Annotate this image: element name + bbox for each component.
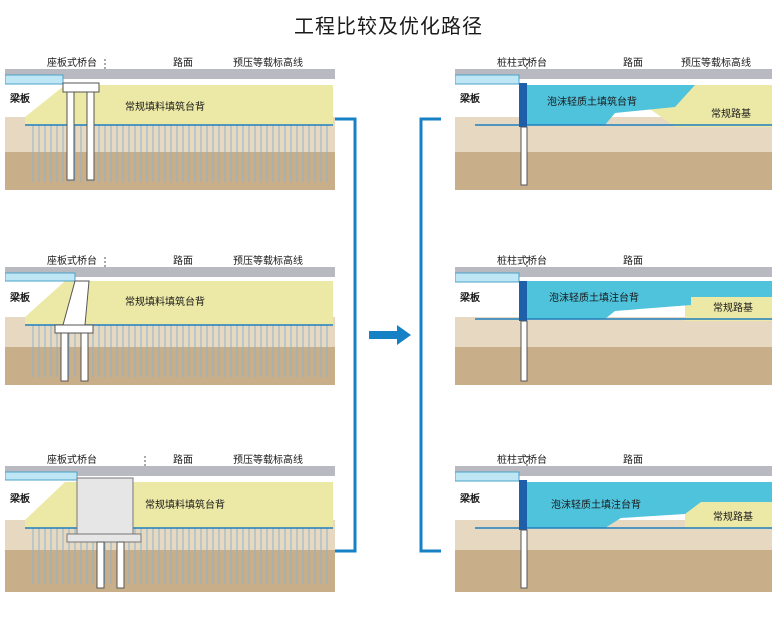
beam-slab [455, 74, 520, 85]
abutment-label: 座板式桥台 [47, 56, 97, 69]
left-diagram-3: 座板式桥台 路面 预压等载标高线 梁板 常规填料填筑台背 [5, 452, 335, 592]
abutment-footing [54, 324, 94, 334]
pile-left [96, 541, 105, 589]
beam-slab [5, 272, 76, 282]
left-diagram-2: 座板式桥台 路面 预压等载标高线 梁板 常规填料填筑台背 [5, 253, 335, 385]
road-label: 路面 [623, 453, 643, 466]
subgrade-label: 常规路基 [713, 301, 753, 314]
pile-right [80, 332, 89, 382]
beam-label: 梁板 [9, 291, 31, 304]
preload-label: 预压等载标高线 [233, 453, 303, 466]
comparison-connector [335, 117, 441, 553]
pile-right [116, 541, 125, 589]
beam-label: 梁板 [459, 92, 481, 105]
pile-right [86, 91, 95, 181]
drainage-piles [32, 317, 328, 377]
road-surface [455, 267, 772, 277]
fill-label: 常规填料填筑台背 [125, 295, 205, 308]
drainage-piles [32, 119, 328, 182]
road-label: 路面 [623, 254, 643, 267]
subgrade-label: 常规路基 [713, 510, 753, 523]
foam-fill [521, 85, 695, 125]
abutment-block [76, 477, 134, 535]
abutment-wall [519, 480, 527, 530]
abutment-wall [519, 83, 527, 127]
foam-label: 泡沫轻质土填注台背 [551, 498, 641, 511]
foam-fill [521, 281, 772, 319]
beam-slab [455, 272, 520, 283]
pile-left [60, 332, 69, 382]
right-diagram-1: 桩柱式桥台 路面 预压等载标高线 梁板 泡沫轻质土填筑台背 常规路基 [455, 55, 772, 190]
right-diagram-3: 桩柱式桥台 路面 梁板 泡沫轻质土填注台背 常规路基 [455, 452, 772, 592]
pile-left [66, 91, 75, 181]
road-surface [5, 267, 335, 277]
beam-label: 梁板 [459, 492, 481, 505]
arrow-icon [369, 325, 411, 345]
road-label: 路面 [623, 56, 643, 69]
road-label: 路面 [173, 56, 193, 69]
left-diagram-1: 座板式桥台 路面 预压等载标高线 梁板 常规填料填筑台背 [5, 55, 335, 190]
preload-label: 预压等载标高线 [681, 56, 751, 69]
abutment-label: 桩柱式桥台 [497, 453, 547, 466]
fill-label: 常规填料填筑台背 [145, 498, 225, 511]
beam-label: 梁板 [9, 492, 31, 505]
road-surface [455, 69, 772, 79]
beam-slab [5, 471, 78, 481]
page-title: 工程比较及优化路径 [294, 14, 483, 38]
fill-label: 常规填料填筑台背 [125, 100, 205, 113]
fill-backfill [25, 85, 333, 125]
beam-label: 梁板 [459, 291, 481, 304]
road-surface [5, 466, 335, 476]
preload-label: 预压等载标高线 [233, 254, 303, 267]
pile [520, 126, 528, 186]
pile [520, 320, 528, 382]
road-surface [5, 69, 335, 79]
road-surface [455, 466, 772, 476]
fill-backfill [25, 281, 333, 325]
road-label: 路面 [173, 254, 193, 267]
abutment-cap [62, 82, 100, 93]
beam-label: 梁板 [9, 92, 31, 105]
abutment-label: 桩柱式桥台 [497, 254, 547, 267]
pile [520, 529, 528, 589]
foam-label: 泡沫轻质土填注台背 [549, 291, 639, 304]
abutment-label: 座板式桥台 [47, 254, 97, 267]
right-diagram-2: 桩柱式桥台 路面 梁板 泡沫轻质土填注台背 常规路基 [455, 253, 772, 385]
right-bracket [419, 117, 441, 553]
abutment-label: 桩柱式桥台 [497, 56, 547, 69]
foam-label: 泡沫轻质土填筑台背 [547, 95, 637, 108]
beam-slab [455, 471, 520, 482]
road-label: 路面 [173, 453, 193, 466]
foam-fill [521, 482, 772, 528]
beam-slab [5, 74, 64, 85]
abutment-wall [519, 281, 527, 321]
left-bracket [335, 117, 357, 553]
subgrade-label: 常规路基 [711, 107, 751, 120]
preload-label: 预压等载标高线 [233, 56, 303, 69]
abutment-label: 座板式桥台 [47, 453, 97, 466]
